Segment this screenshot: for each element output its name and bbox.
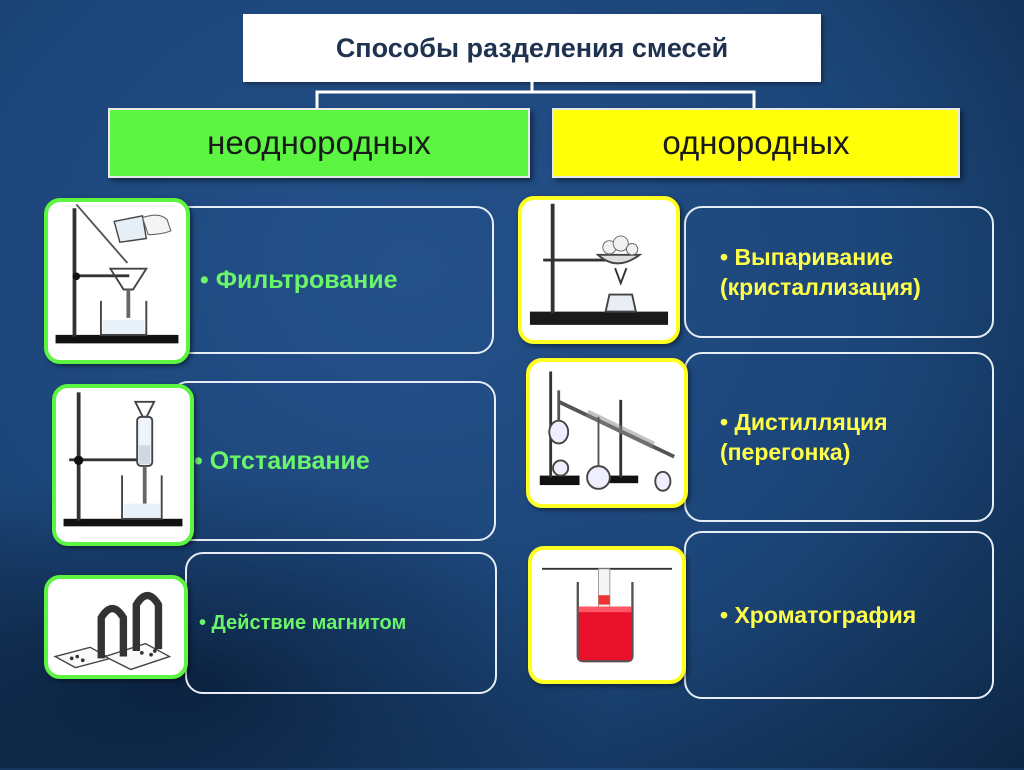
distillation-apparatus-icon	[526, 358, 688, 508]
chromatography-beaker-icon	[528, 546, 686, 684]
category-homogeneous: однородных	[552, 108, 960, 178]
method-chromatography-label: • Хроматография	[720, 601, 917, 628]
category-homogeneous-label: однородных	[662, 124, 850, 161]
method-settling-label: • Отстаивание	[194, 446, 370, 475]
method-evaporation: • Выпаривание (кристаллизация)	[684, 206, 994, 338]
evaporation-dish-icon	[518, 196, 680, 344]
category-heterogeneous-label: неоднородных	[207, 124, 431, 161]
filtration-apparatus-icon	[44, 198, 190, 364]
method-distillation-label: • Дистилляция (перегонка)	[720, 409, 888, 465]
method-settling: • Отстаивание	[170, 381, 496, 541]
page-title: Способы разделения смесей	[243, 14, 821, 82]
method-filtration: • Фильтрование	[168, 206, 494, 354]
magnet-icon	[44, 575, 188, 679]
method-distillation: • Дистилляция (перегонка)	[684, 352, 994, 522]
category-heterogeneous: неоднородных	[108, 108, 530, 178]
method-chromatography: • Хроматография	[684, 531, 994, 699]
method-evaporation-label: • Выпаривание (кристаллизация)	[720, 244, 921, 300]
method-filtration-label: • Фильтрование	[200, 265, 398, 294]
method-magnet: • Действие магнитом	[185, 552, 497, 694]
method-magnet-label: • Действие магнитом	[199, 611, 407, 634]
separatory-funnel-icon	[52, 384, 194, 546]
